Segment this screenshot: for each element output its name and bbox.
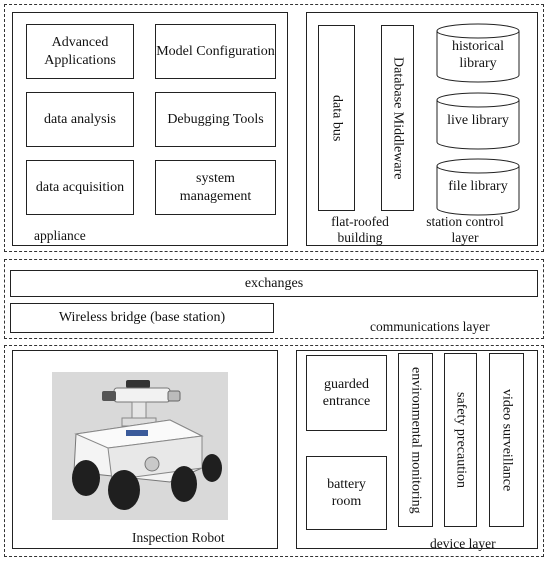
inspection-robot-image xyxy=(52,372,228,520)
safety-precaution-box: safety precaution xyxy=(444,353,477,527)
environmental-monitoring-box: environmental monitoring xyxy=(398,353,433,527)
file-library-cylinder xyxy=(436,158,520,216)
station-control-frame xyxy=(4,4,544,252)
guarded-entrance-box: guarded entrance xyxy=(306,355,387,431)
exchanges-box: exchanges xyxy=(10,270,538,297)
station-control-layer-label: station control layer xyxy=(426,214,504,246)
debugging-tools-box: Debugging Tools xyxy=(155,92,276,147)
device-layer-label: device layer xyxy=(430,536,496,551)
communications-frame xyxy=(4,259,544,339)
inspection-robot-label: Inspection Robot xyxy=(132,530,225,545)
device-frame xyxy=(4,345,544,557)
data-analysis-box: data analysis xyxy=(26,92,134,147)
debugging-tools-label: Debugging Tools xyxy=(167,111,264,127)
video-surveillance-box: video surveillance xyxy=(489,353,524,527)
live-library-label: live library xyxy=(447,113,509,129)
video-surveillance-label: video surveillance xyxy=(499,388,515,492)
environmental-monitoring-label: environmental monitoring xyxy=(408,366,424,514)
model-configuration-box: Model Configuration xyxy=(155,24,276,79)
model-configuration-label: Model Configuration xyxy=(156,43,275,59)
data-acquisition-label: data acquisition xyxy=(35,179,125,195)
wireless-bridge-box: Wireless bridge (base station) xyxy=(10,303,274,333)
data-analysis-label: data analysis xyxy=(44,111,116,127)
historical-library-label: historical library xyxy=(451,38,505,72)
system-management-box: system management xyxy=(155,160,276,215)
advanced-applications-box: Advanced Applications xyxy=(26,24,134,79)
appliance-label: appliance xyxy=(34,228,86,243)
data-acquisition-box: data acquisition xyxy=(26,160,134,215)
flat-roofed-building-label: flat-roofed building xyxy=(331,214,389,246)
system-management-label: system management xyxy=(179,171,252,204)
advanced-applications-label: Advanced Applications xyxy=(44,35,116,68)
database-middleware-box: Database Middleware xyxy=(381,25,414,211)
wireless-bridge-label: Wireless bridge (base station) xyxy=(58,310,226,326)
safety-precaution-label: safety precaution xyxy=(453,391,469,488)
exchanges-label: exchanges xyxy=(244,275,304,291)
file-library-label: file library xyxy=(448,179,508,195)
communications-layer-label: communications layer xyxy=(370,319,490,334)
battery-room-label: battery room xyxy=(327,476,366,510)
data-bus-box: data bus xyxy=(318,25,355,211)
battery-room-box: battery room xyxy=(306,456,387,530)
historical-library-cylinder xyxy=(436,23,520,83)
data-bus-label: data bus xyxy=(329,94,345,142)
database-middleware-label: Database Middleware xyxy=(390,56,406,180)
guarded-entrance-label: guarded entrance xyxy=(322,376,371,410)
live-library-cylinder xyxy=(436,92,520,150)
